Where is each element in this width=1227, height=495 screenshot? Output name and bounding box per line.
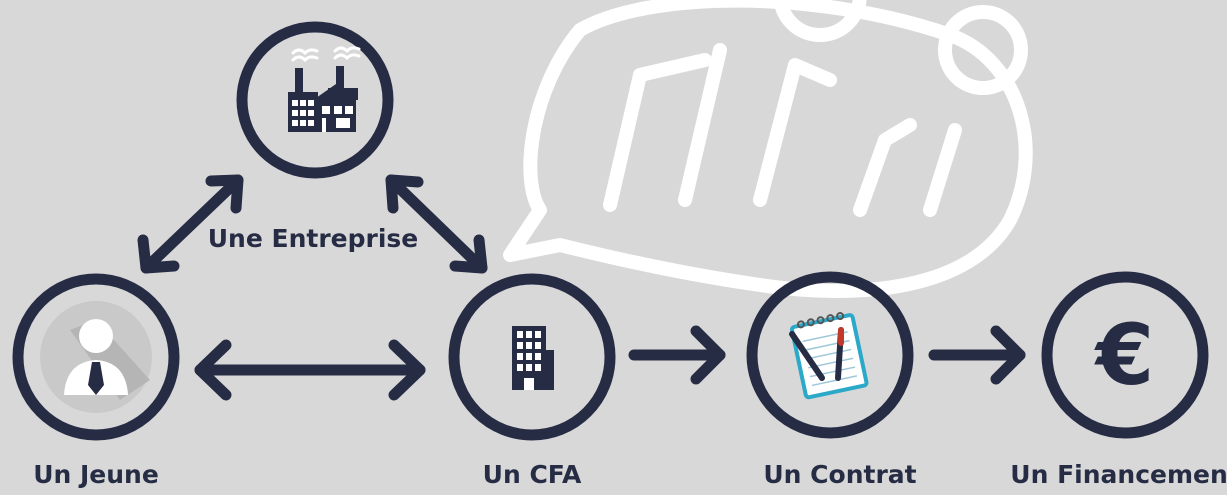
label-jeune: Un Jeune (33, 460, 159, 489)
label-cfa: Un CFA (482, 460, 582, 489)
node-jeune-circle (12, 273, 180, 441)
arrow-jeune-entreprise (137, 174, 244, 274)
node-financement-circle (1041, 271, 1209, 439)
node-cfa-circle (448, 273, 616, 441)
label-financement: Un Financement (1010, 460, 1227, 489)
person-tie-icon (40, 301, 152, 413)
label-contrat: Un Contrat (763, 460, 917, 489)
factory-icon (288, 46, 361, 132)
arrow-contrat-financement (928, 325, 1026, 385)
node-entreprise-circle (236, 21, 394, 179)
arrow-entreprise-cfa (385, 174, 488, 274)
arrow-cfa-contrat (628, 325, 726, 385)
office-building-icon (512, 326, 554, 390)
arrow-jeune-cfa (194, 339, 426, 401)
connection-arrows (137, 174, 1026, 401)
notebook-pens-icon (789, 312, 869, 400)
node-contrat-circle (746, 271, 914, 439)
label-entreprise: Une Entreprise (207, 224, 419, 253)
euro-icon: € (1095, 306, 1155, 404)
speech-bubble-people-icon (503, 0, 1033, 298)
